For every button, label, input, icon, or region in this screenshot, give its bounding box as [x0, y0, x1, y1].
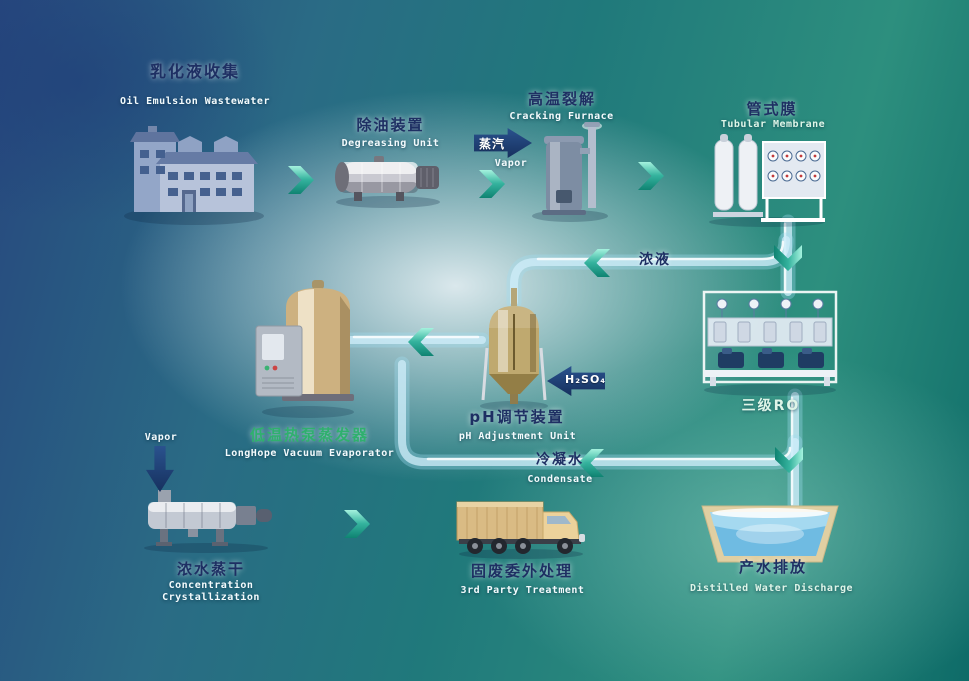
membrane-label-en: Tubular Membrane: [720, 119, 826, 130]
ph-reactor-icon: [480, 288, 548, 411]
factory-label-en: Oil Emulsion Wastewater: [120, 96, 270, 107]
cracking-label-zh: 高温裂解: [527, 90, 596, 108]
degreasing-label-en: Degreasing Unit: [341, 138, 440, 149]
factory-icon: [124, 126, 264, 225]
evaporator-label-en: LongHope Vacuum Evaporator: [224, 448, 395, 459]
vapor-down-arrow: [146, 446, 174, 492]
ph-label-zh: pH调节装置: [469, 408, 565, 426]
concentrate-label: 浓液: [639, 252, 671, 268]
vapor-out-label: Vapor: [144, 432, 178, 443]
truck-icon: [456, 501, 585, 559]
steam-label-zh: 蒸汽: [479, 137, 506, 151]
evaporator-icon: [255, 280, 354, 418]
steam-inlet-arrow: 蒸汽: [474, 128, 532, 158]
truck-label-en: 3rd Party Treatment: [460, 585, 585, 596]
discharge-label-zh: 产水排放: [738, 558, 807, 576]
cracking-label-en: Cracking Furnace: [509, 111, 614, 122]
ro-unit-icon: [702, 290, 838, 396]
acid-label: H₂SO₄: [565, 373, 607, 386]
ph-label-en: pH Adjustment Unit: [458, 431, 577, 442]
membrane-label-zh: 管式膜: [746, 100, 798, 118]
dryer-label-en1: Concentration: [168, 580, 254, 591]
dryer-label-en2: Crystallization: [162, 592, 260, 603]
vapor-arrow-shape: [146, 446, 174, 492]
condensate-label-en: Condensate: [527, 474, 593, 485]
discharge-pool-icon: [701, 505, 839, 563]
tubular-membrane-icon: [709, 134, 826, 227]
dryer-icon: [144, 490, 272, 553]
discharge-label-en: Distilled Water Discharge: [689, 583, 853, 594]
truck-label-zh: 固废委外处理: [470, 562, 573, 580]
acid-dosing-arrow: H₂SO₄: [547, 366, 605, 396]
factory-label-zh: 乳化液收集: [149, 62, 240, 81]
degreasing-label-zh: 除油装置: [356, 116, 425, 134]
degreasing-unit-icon: [335, 156, 440, 208]
ro-label: 三级RO: [741, 398, 801, 414]
steam-label-en: Vapor: [494, 158, 528, 169]
evaporator-label-zh: 低温热泵蒸发器: [249, 426, 369, 444]
dryer-label-zh: 浓水蒸干: [176, 560, 245, 578]
condensate-label-zh: 冷凝水: [536, 452, 584, 468]
cracking-furnace-icon: [532, 122, 608, 222]
